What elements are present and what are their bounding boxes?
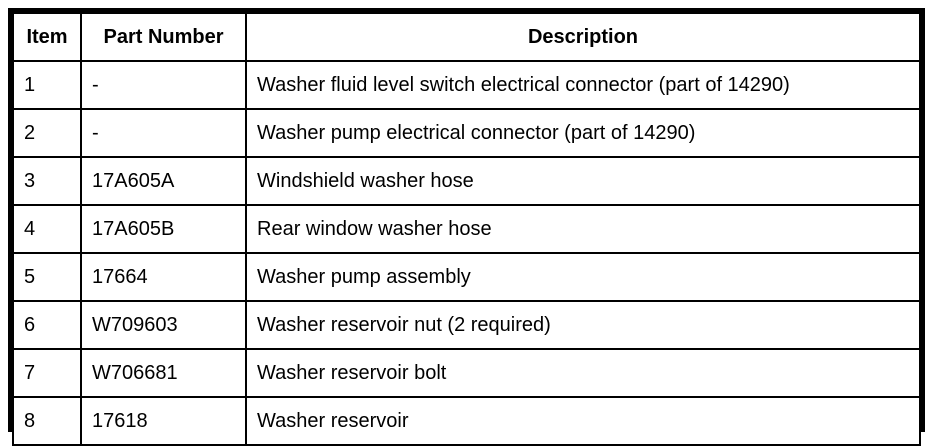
table-row: 8 17618 Washer reservoir	[12, 396, 921, 446]
table-row: 6 W709603 Washer reservoir nut (2 requir…	[12, 300, 921, 350]
parts-table: Item Part Number Description 1 - Washer …	[12, 12, 921, 446]
column-header-part-number: Part Number	[80, 12, 247, 62]
table-header: Item Part Number Description	[12, 12, 921, 62]
cell-part-number: W709603	[80, 300, 247, 350]
parts-table-container: Item Part Number Description 1 - Washer …	[8, 8, 925, 446]
table-row: 1 - Washer fluid level switch electrical…	[12, 60, 921, 110]
cell-description: Windshield washer hose	[245, 156, 921, 206]
table-row: 5 17664 Washer pump assembly	[12, 252, 921, 302]
cell-part-number: 17664	[80, 252, 247, 302]
cell-item: 5	[12, 252, 82, 302]
cell-description: Washer reservoir bolt	[245, 348, 921, 398]
table-header-row: Item Part Number Description	[12, 12, 921, 62]
cell-description: Washer reservoir nut (2 required)	[245, 300, 921, 350]
cell-part-number: 17618	[80, 396, 247, 446]
table-row: 3 17A605A Windshield washer hose	[12, 156, 921, 206]
cell-item: 3	[12, 156, 82, 206]
table-row: 4 17A605B Rear window washer hose	[12, 204, 921, 254]
cell-item: 4	[12, 204, 82, 254]
cell-item: 1	[12, 60, 82, 110]
cell-item: 8	[12, 396, 82, 446]
column-header-item: Item	[12, 12, 82, 62]
cell-description: Washer reservoir	[245, 396, 921, 446]
cell-description: Washer fluid level switch electrical con…	[245, 60, 921, 110]
cell-part-number: W706681	[80, 348, 247, 398]
column-header-description: Description	[245, 12, 921, 62]
cell-item: 6	[12, 300, 82, 350]
table-row: 2 - Washer pump electrical connector (pa…	[12, 108, 921, 158]
cell-description: Rear window washer hose	[245, 204, 921, 254]
cell-part-number: 17A605B	[80, 204, 247, 254]
cell-part-number: -	[80, 60, 247, 110]
table-body: 1 - Washer fluid level switch electrical…	[12, 60, 921, 446]
cell-item: 2	[12, 108, 82, 158]
cell-description: Washer pump assembly	[245, 252, 921, 302]
cell-item: 7	[12, 348, 82, 398]
cell-description: Washer pump electrical connector (part o…	[245, 108, 921, 158]
table-row: 7 W706681 Washer reservoir bolt	[12, 348, 921, 398]
cell-part-number: -	[80, 108, 247, 158]
cell-part-number: 17A605A	[80, 156, 247, 206]
